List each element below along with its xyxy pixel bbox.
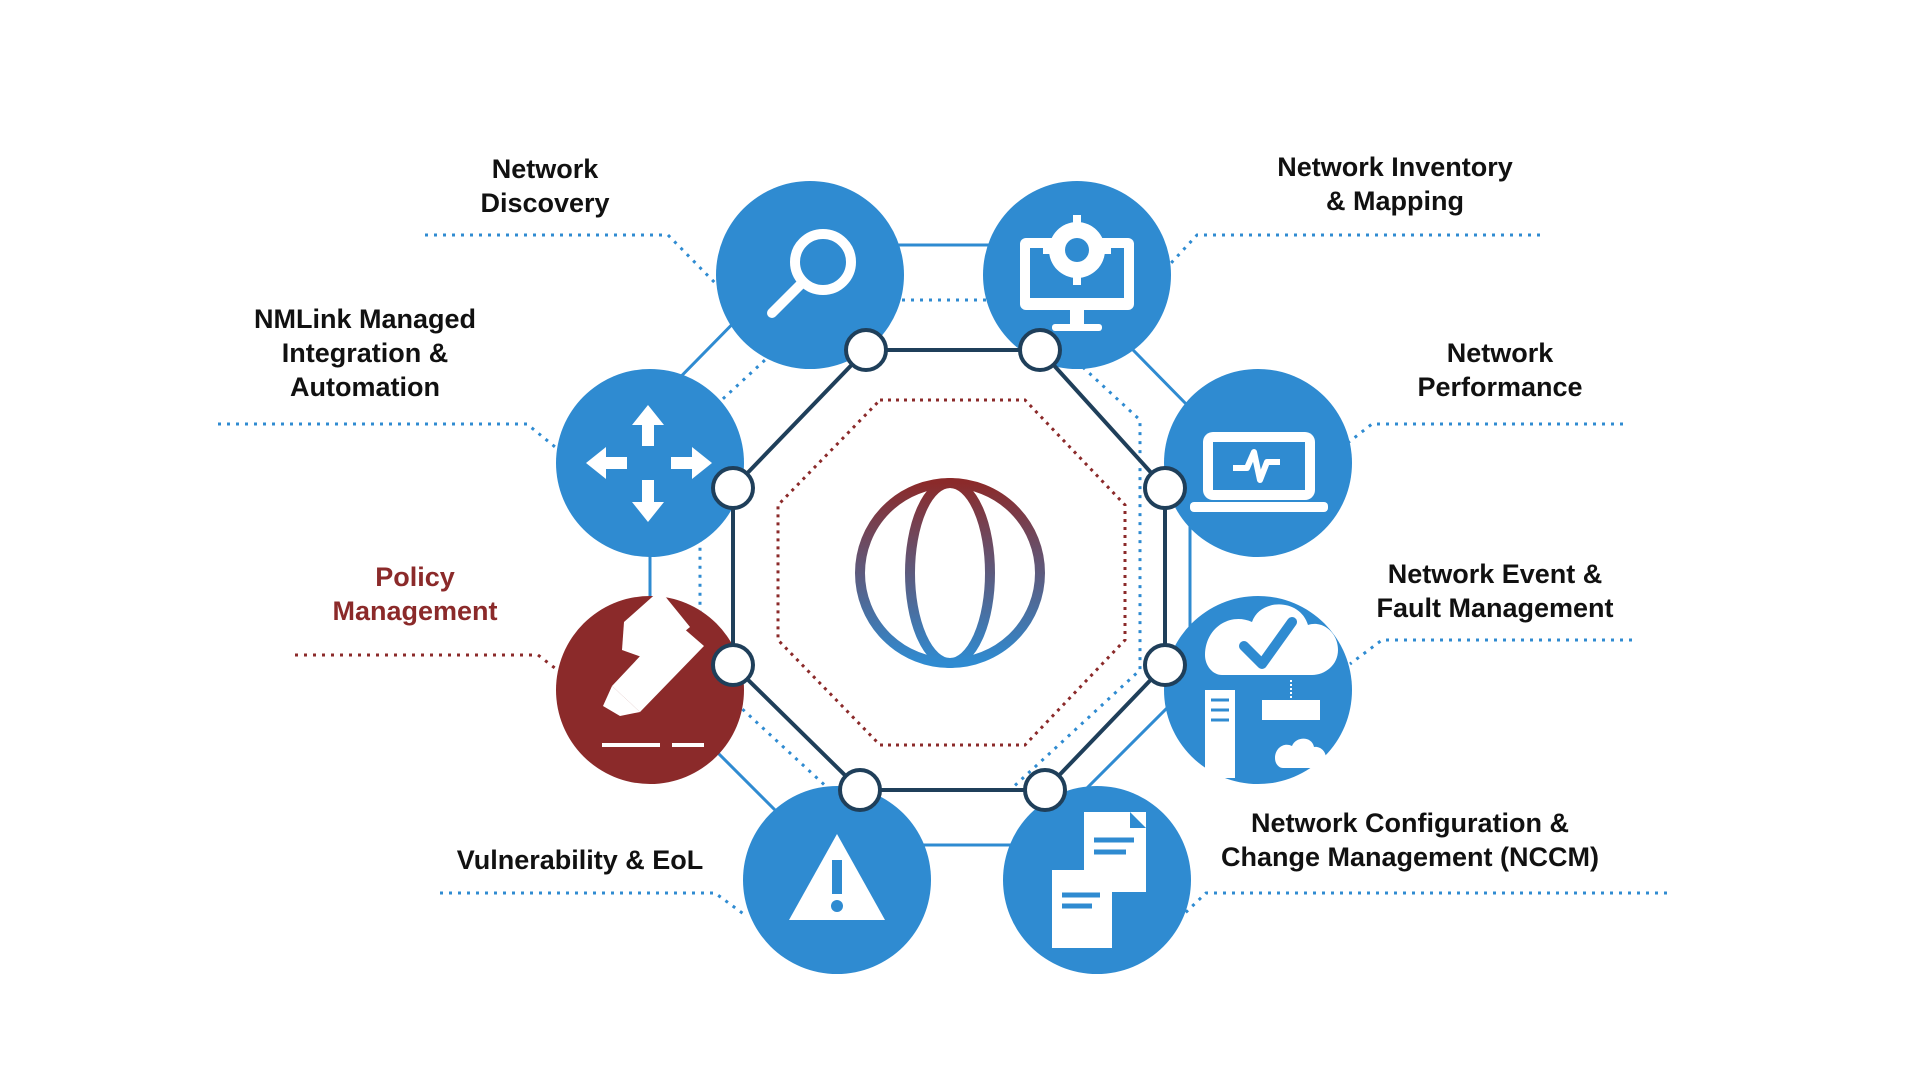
- warning-icon: [789, 834, 885, 920]
- documents-icon: [1052, 812, 1146, 948]
- leader-network-inventory-mapping: [1158, 233, 1540, 277]
- leader-network-event-fault-management: [1349, 638, 1632, 666]
- label-network-inventory-mapping: Network Inventory & Mapping: [1277, 152, 1513, 216]
- center-dotted-octagon: [776, 398, 1127, 747]
- laptop-pulse-icon: [1190, 432, 1328, 512]
- leader-network-discovery: [425, 233, 722, 290]
- label-network-event-fault-management: Network Event & Fault Management: [1376, 559, 1614, 623]
- pencil-icon: [602, 590, 704, 747]
- vertex-node: [1143, 466, 1187, 510]
- globe-icon: [855, 478, 1045, 668]
- label-policy-management: Policy Management: [332, 562, 498, 626]
- vertex-node: [838, 768, 882, 812]
- monitor-gear-icon: [1020, 215, 1134, 331]
- leader-lines: [218, 233, 1667, 917]
- label-network-discovery: Network Discovery: [480, 154, 610, 218]
- move-arrows-icon: [586, 405, 712, 522]
- vertex-node: [711, 643, 755, 687]
- leader-nmlink-integration-automation: [218, 422, 561, 453]
- label-vulnerability-eol: Vulnerability & EoL: [456, 845, 704, 875]
- leader-network-performance: [1344, 422, 1623, 447]
- circle-nmlink-integration-automation[interactable]: [556, 369, 744, 557]
- leader-policy-management: [295, 653, 561, 674]
- label-network-performance: Network Performance: [1417, 338, 1583, 402]
- cloud-server-check-icon: [1205, 604, 1338, 778]
- label-nmlink-integration-automation: NMLink Managed Integration & Automation: [253, 304, 476, 402]
- inner-dotted-ring: [698, 298, 1142, 792]
- vertex-node: [1143, 643, 1187, 687]
- vertex-node: [1018, 328, 1062, 372]
- leader-vulnerability-eol: [440, 891, 746, 917]
- leader-nccm: [1181, 891, 1667, 917]
- octagon-vertices: [711, 328, 1187, 812]
- vertex-node: [844, 328, 888, 372]
- circle-network-discovery[interactable]: [716, 181, 904, 369]
- vertex-node: [1023, 768, 1067, 812]
- vertex-node: [711, 466, 755, 510]
- label-nccm: Network Configuration & Change Managemen…: [1220, 808, 1599, 872]
- magnifier-icon: [767, 229, 856, 318]
